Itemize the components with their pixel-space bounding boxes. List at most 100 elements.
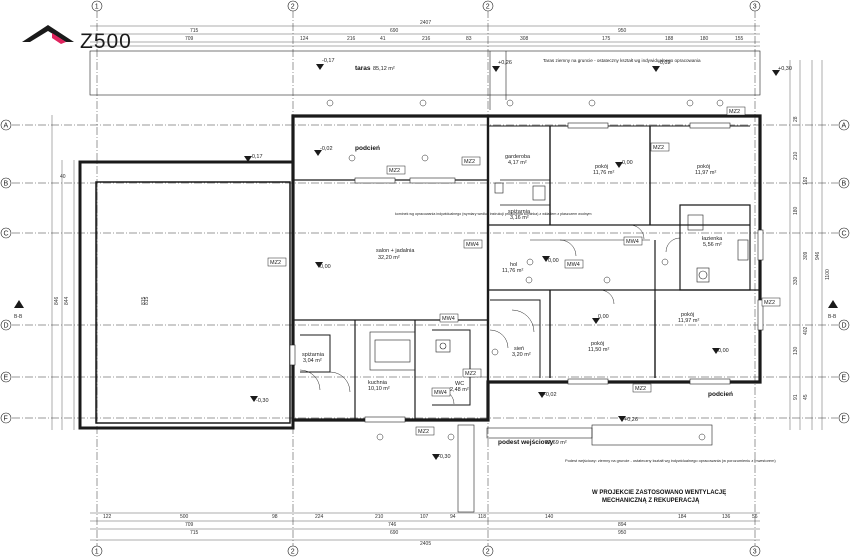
svg-text:330: 330 [793, 276, 799, 285]
axis-column-3: 3 3 [749, 0, 761, 557]
svg-text:MZ2: MZ2 [635, 386, 646, 392]
svg-text:45: 45 [803, 394, 809, 400]
svg-text:0,00: 0,00 [548, 258, 559, 264]
svg-text:124: 124 [300, 36, 309, 42]
svg-text:MW4: MW4 [626, 239, 639, 245]
svg-text:MZ2: MZ2 [270, 260, 281, 266]
svg-text:155: 155 [735, 36, 744, 42]
svg-text:MW4: MW4 [567, 262, 580, 268]
grid-circle-symbols [326, 99, 724, 441]
svg-text:0,00: 0,00 [718, 348, 729, 354]
room-label-pokoj-3: pokój 11,97 m² [678, 312, 699, 324]
logo-accent-icon [52, 33, 66, 44]
svg-text:118: 118 [478, 514, 486, 520]
svg-text:MZ2: MZ2 [464, 159, 475, 165]
svg-text:946: 946 [815, 251, 821, 260]
svg-text:-0,30: -0,30 [438, 454, 451, 460]
elevation-marker: -0,30 [250, 396, 269, 404]
elevation-marker: 0,00 [315, 262, 331, 270]
kominek-note: kominek wg opracowania indywidualnego (w… [395, 212, 592, 216]
svg-text:+0,26: +0,26 [624, 417, 638, 423]
svg-text:950: 950 [618, 28, 627, 34]
svg-text:-0,02: -0,02 [544, 392, 557, 398]
svg-text:MW4: MW4 [442, 316, 455, 322]
elevation-marker: -0,02 [314, 146, 333, 156]
svg-text:1: 1 [95, 4, 99, 11]
svg-text:40: 40 [60, 174, 66, 180]
axis-column-1: 1 1 [91, 0, 103, 557]
svg-text:11,76 m²: 11,76 m² [593, 170, 614, 176]
svg-text:846: 846 [54, 296, 60, 305]
svg-text:hol: hol [510, 262, 517, 268]
axis-column-2b: 2 2 [482, 0, 494, 557]
svg-text:402: 402 [803, 326, 809, 335]
svg-text:140: 140 [545, 514, 554, 520]
elevation-markers: -0,17 +0,26 -0,02 +0,30 -0,17 -0,02 0,00… [244, 58, 792, 460]
section-mark-right: B-B [828, 300, 838, 320]
svg-text:122: 122 [103, 514, 112, 520]
svg-text:5,56 m²: 5,56 m² [703, 242, 722, 248]
elevation-marker: 0,00 [712, 348, 729, 354]
svg-text:0,00: 0,00 [320, 264, 331, 270]
svg-text:690: 690 [390, 28, 399, 34]
svg-text:E: E [842, 375, 847, 382]
elevation-marker: -0,30 [432, 454, 451, 460]
svg-text:98: 98 [272, 514, 278, 520]
svg-text:+0,30: +0,30 [778, 66, 792, 72]
logo-house-icon [22, 25, 74, 42]
svg-text:B-B: B-B [828, 314, 837, 320]
svg-text:85,12 m²: 85,12 m² [373, 66, 395, 72]
z500-logo: Z500 [22, 25, 131, 53]
room-label-wc: WC 2,48 m² [450, 381, 469, 393]
svg-text:2: 2 [486, 4, 490, 11]
svg-text:180: 180 [700, 36, 709, 42]
opening-tags: MZ2 MZ2 MZ2 MZ2 MZ2 MW4 MW4 MW4 MW4 MZ2 … [267, 106, 781, 436]
svg-text:894: 894 [618, 522, 627, 528]
room-label-pokoj-2: pokój 11,97 m² [695, 164, 716, 176]
svg-text:pokój: pokój [681, 312, 694, 318]
room-label-spizarnia-2: spiżarnia 3,04 m² [302, 352, 325, 364]
svg-text:3: 3 [753, 549, 757, 556]
svg-text:500: 500 [180, 514, 189, 520]
svg-text:E: E [4, 375, 9, 382]
svg-text:11,97 m²: 11,97 m² [678, 318, 699, 324]
opening-tag: MW4 [564, 259, 584, 269]
axis-row-a: A A [0, 119, 850, 131]
svg-text:kuchnia: kuchnia [368, 380, 388, 386]
svg-text:łazienka: łazienka [702, 236, 723, 242]
svg-text:MZ2: MZ2 [418, 429, 429, 435]
svg-text:B-B: B-B [14, 314, 23, 320]
svg-text:pokój: pokój [697, 164, 710, 170]
right-dims: 28 210 192 180 309 330 946 1100 402 45 1… [793, 116, 831, 400]
elevation-marker: +0,30 [772, 66, 792, 76]
room-label-kuchnia: kuchnia 10,10 m² [368, 380, 390, 392]
svg-text:A: A [4, 123, 9, 130]
svg-text:210: 210 [793, 151, 799, 160]
elevation-marker: 0,00 [542, 256, 559, 264]
garage-dim: 815 [141, 296, 147, 305]
opening-tag: MZ2 [761, 297, 781, 307]
elevation-marker: +0,26 [492, 60, 512, 72]
svg-text:-0,02: -0,02 [658, 60, 671, 66]
elevation-marker: -0,02 [652, 60, 671, 72]
svg-text:pokój: pokój [595, 164, 608, 170]
axis-row-f: F F [0, 412, 850, 424]
axis-row-c: C C [0, 227, 850, 239]
svg-text:11,50 m²: 11,50 m² [588, 347, 609, 353]
svg-text:D: D [842, 323, 847, 330]
svg-text:715: 715 [190, 530, 199, 536]
garage-walls [78, 160, 295, 430]
room-label-garderoba: garderoba 4,17 m² [505, 154, 531, 166]
opening-tag: MW4 [439, 313, 459, 323]
room-label-salon: salon + jadalnia 32,20 m² [376, 248, 415, 261]
svg-text:MW4: MW4 [466, 242, 479, 248]
svg-text:216: 216 [347, 36, 356, 42]
opening-tag: MZ2 [415, 426, 435, 436]
svg-text:MW4: MW4 [434, 390, 447, 396]
svg-text:sień: sień [514, 346, 524, 352]
svg-text:MZ2: MZ2 [465, 371, 476, 377]
svg-text:3: 3 [753, 4, 757, 11]
svg-text:10,10 m²: 10,10 m² [368, 386, 390, 392]
room-label-taras: taras 85,12 m² [355, 65, 395, 72]
